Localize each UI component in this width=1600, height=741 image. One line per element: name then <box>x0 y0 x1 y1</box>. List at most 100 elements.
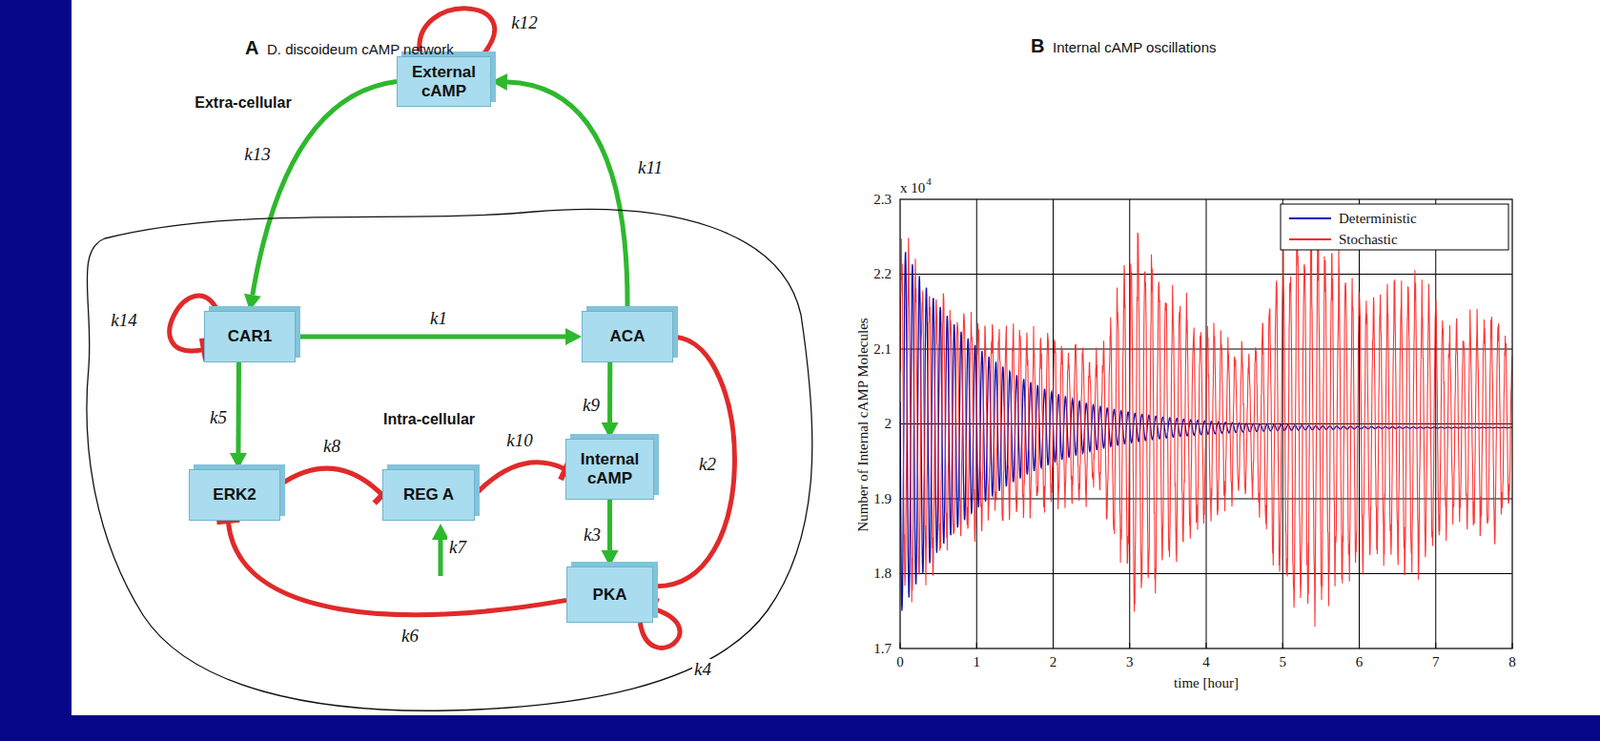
axis-multiplier: x 10 <box>900 180 925 197</box>
region-label: Intra-cellular <box>383 410 475 429</box>
tick-mark <box>1128 642 1130 649</box>
stochastic-curve <box>900 213 1513 627</box>
cell-outline: Intra-cellular CAR1 ACA ERK2 REG A Internal c… <box>76 190 830 716</box>
rate-constant: k5 <box>207 407 229 429</box>
box-text-group: CAR1 <box>227 327 272 347</box>
rate-constant: k2 <box>697 453 718 475</box>
connector-line <box>227 522 567 616</box>
legend-text: Deterministic <box>1338 210 1417 227</box>
molecule-name: Internal cAMP <box>571 450 649 488</box>
activation-arrow <box>491 73 628 311</box>
box-text-group: Internal cAMP <box>571 450 649 488</box>
legend-text: Stochastic <box>1338 231 1398 248</box>
activation-arrow <box>601 362 619 439</box>
box-text-group: REG A <box>403 485 454 505</box>
tick-label: 2.1 <box>873 341 892 358</box>
legend-box <box>1280 204 1509 250</box>
grid-line <box>900 498 1513 500</box>
rate-constant: k9 <box>580 394 602 416</box>
connector-line <box>280 468 382 493</box>
rate-constant: k1 <box>428 307 450 329</box>
tick-label: 7 <box>1432 654 1440 671</box>
axis-exponent: 4 <box>925 175 932 187</box>
tick-label: 1 <box>973 654 982 671</box>
rate-constant: k4 <box>692 658 714 680</box>
legend-line-sample <box>1289 217 1332 220</box>
cell-membrane <box>76 190 830 716</box>
arrow-head <box>229 452 247 470</box>
panel-title: D. discoideum cAMP network <box>266 41 454 58</box>
rate-constant: k3 <box>581 524 603 546</box>
inhibition-link <box>474 458 571 495</box>
molecule-box: ERK2 <box>188 469 281 521</box>
tick-label: 2.3 <box>873 191 892 208</box>
panel-letter: B <box>1030 35 1045 58</box>
curves <box>900 213 1513 627</box>
molecule-name: REG A <box>403 485 454 505</box>
arrow-head <box>244 293 262 311</box>
tick-mark <box>1052 642 1054 649</box>
tick-label: 3 <box>1126 654 1134 671</box>
activation-arrow <box>295 328 582 346</box>
grid-line <box>900 273 1513 275</box>
tick-mark <box>1435 642 1436 649</box>
axis-title: time [hour] <box>1173 675 1239 692</box>
input-arrow <box>438 539 444 576</box>
molecule-name: External cAMP <box>402 62 486 101</box>
molecule-name: ACA <box>610 327 646 347</box>
connector-line <box>295 334 566 340</box>
axis-title: Number of Internal cAMP Molecules <box>854 317 871 532</box>
rate-constant: k11 <box>635 157 665 179</box>
arrow-head <box>565 328 582 346</box>
connector-line <box>507 82 628 311</box>
tick-label: 1.7 <box>873 640 892 657</box>
tick-label: 2 <box>1049 654 1058 671</box>
box-text-group: ERK2 <box>212 485 256 505</box>
connector-line <box>607 499 613 551</box>
connector-line <box>474 462 564 495</box>
molecule-name: ERK2 <box>212 485 256 505</box>
box-text-group: ACA <box>610 327 646 347</box>
box-text-group: PKA <box>593 585 628 605</box>
tick-label: 4 <box>1202 654 1211 671</box>
activation-arrow <box>229 362 247 470</box>
connector-line <box>252 82 397 296</box>
connector-line <box>653 336 735 587</box>
panel-letter: A <box>245 37 259 60</box>
tick-mark <box>1206 642 1208 649</box>
connector-line <box>607 362 613 423</box>
tick-mark <box>1358 642 1360 649</box>
connector-line <box>235 362 242 453</box>
inhibition-link <box>216 519 567 616</box>
tick-label: 8 <box>1508 654 1517 671</box>
tick-label: 5 <box>1279 654 1288 671</box>
rate-constant: k10 <box>504 430 534 452</box>
legend-line-sample <box>1289 238 1332 241</box>
tick-mark <box>976 642 978 649</box>
tick-label: 0 <box>896 654 904 671</box>
region-label: Extra-cellular <box>194 94 291 112</box>
plot-frame <box>900 199 1513 649</box>
rate-constant: k14 <box>108 309 139 331</box>
molecule-box: REG A <box>382 469 475 521</box>
molecule-name: CAR1 <box>227 327 272 347</box>
activation-arrow <box>601 499 619 567</box>
cell-membrane-line <box>86 208 813 711</box>
activation-arrow <box>244 82 397 312</box>
molecule-box: PKA <box>566 566 654 623</box>
grid-line <box>900 573 1513 575</box>
tick-label: 1.9 <box>873 491 892 508</box>
panel-title: Internal cAMP oscillations <box>1052 39 1216 56</box>
arrow-head <box>491 73 508 91</box>
arrow-head <box>601 550 619 567</box>
tick-label: 6 <box>1355 654 1364 671</box>
grid-lines <box>900 199 1513 649</box>
inhibition-link <box>280 468 390 503</box>
molecule-box: CAR1 <box>204 310 296 363</box>
molecule-box: ACA <box>581 310 674 363</box>
rate-constant: k6 <box>399 625 421 647</box>
rate-constant: k7 <box>447 536 469 558</box>
rate-constant: k13 <box>242 143 272 165</box>
tick-label: 2.2 <box>873 266 892 283</box>
